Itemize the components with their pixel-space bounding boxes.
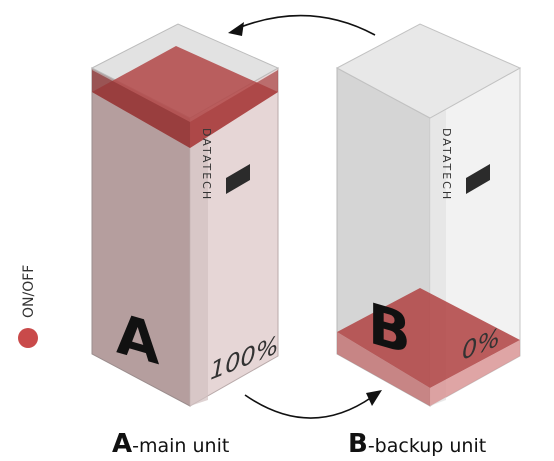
caption-b-letter: B xyxy=(348,429,368,459)
unit-b-letter: B xyxy=(368,291,411,368)
legend: ON/OFF xyxy=(18,265,38,348)
caption-a: A-main unit xyxy=(112,429,229,459)
on-off-indicator-dot xyxy=(18,328,38,348)
unit-a: DATATECH A 100% xyxy=(90,23,280,407)
transfer-arrow-bottom xyxy=(244,390,382,419)
transfer-arrow-top xyxy=(228,14,376,36)
unit-a-display xyxy=(226,164,250,194)
unit-a-letter: A xyxy=(116,301,159,378)
caption-a-label: -main unit xyxy=(132,435,229,457)
unit-b-level-bottom xyxy=(337,288,520,388)
caption-a-letter: A xyxy=(112,429,132,459)
unit-b-brand: DATATECH xyxy=(440,128,453,201)
caption-b-label: -backup unit xyxy=(368,435,486,457)
caption-b: B-backup unit xyxy=(348,429,486,459)
unit-b: DATATECH B 0% xyxy=(335,23,522,407)
unit-b-top xyxy=(335,23,522,119)
legend-label: ON/OFF xyxy=(21,265,37,318)
unit-b-display xyxy=(466,164,490,194)
svg-text:B-backup unit: B-backup unit xyxy=(348,429,486,459)
svg-text:A-main unit: A-main unit xyxy=(112,429,229,459)
unit-a-brand: DATATECH xyxy=(200,128,213,201)
unit-a-level-top xyxy=(92,46,278,148)
